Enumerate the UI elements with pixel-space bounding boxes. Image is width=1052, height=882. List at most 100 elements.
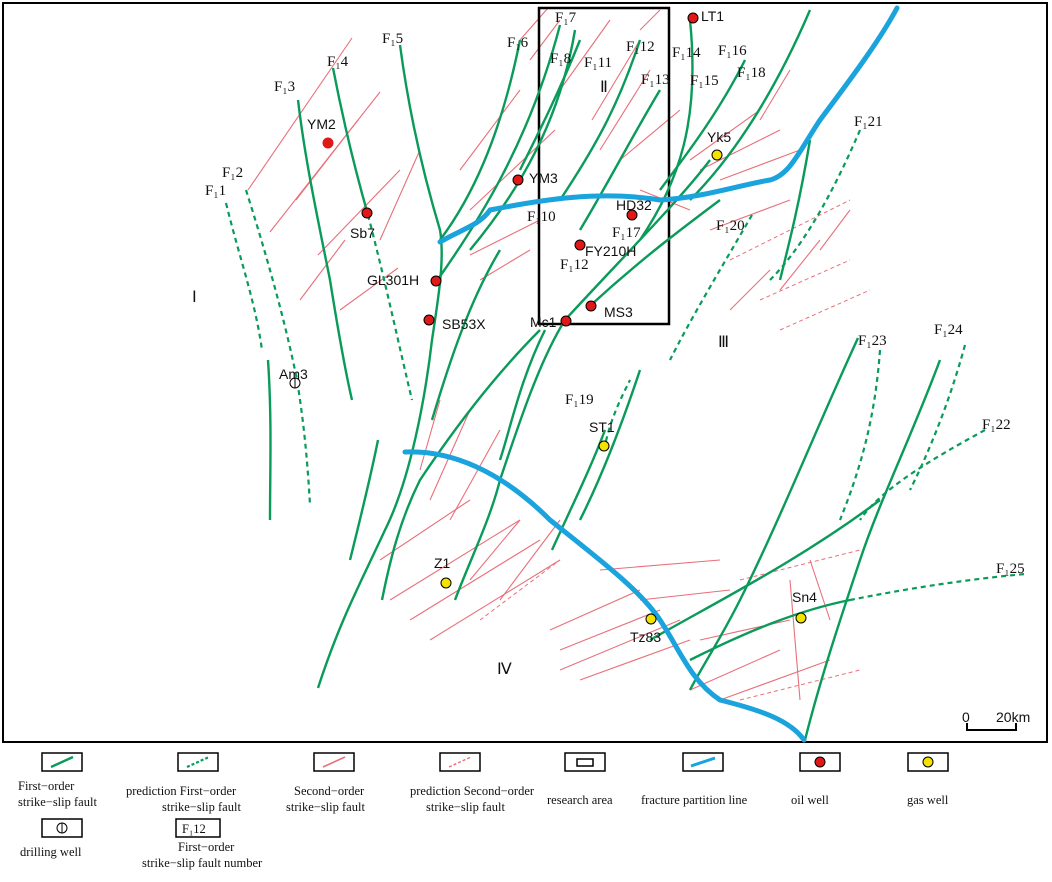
- legend-research-area: research area: [547, 752, 613, 807]
- gas-wells: [440, 149, 807, 625]
- legend-gas-well: gas well: [907, 752, 949, 807]
- legend-pred-first-order: prediction First−order strike−slip fault: [126, 752, 241, 814]
- fault-label-f14: F₁14: [672, 45, 701, 61]
- well-label-fy210h: FY210H: [585, 243, 636, 259]
- well-label-yk5: Yk5: [707, 129, 731, 145]
- oil-well-hd32: [626, 209, 638, 221]
- well-label-am3: Am3: [279, 366, 308, 382]
- zone-label-3: Ⅲ: [718, 334, 729, 351]
- legend-first-order: First−order strike−slip fault: [18, 752, 97, 809]
- legend-first-order-line2: strike−slip fault: [18, 795, 97, 809]
- oil-well-ms3: [585, 300, 597, 312]
- legend-gas-well-text: gas well: [907, 793, 949, 807]
- oil-well-gl301h: [430, 275, 442, 287]
- gas-well-z1: [440, 577, 452, 589]
- fault-label-f12b: F₁12: [560, 257, 589, 273]
- legend-pred-second-order: prediction Second−order strike−slip faul…: [410, 752, 535, 814]
- zone-label-4: Ⅳ: [497, 661, 512, 678]
- drilling-well-am3: [289, 377, 301, 389]
- fault-label-f7: F₁7: [555, 10, 577, 26]
- oil-well-ym3: [512, 174, 524, 186]
- legend-research-area-text: research area: [547, 793, 613, 807]
- fault-label-f8: F₁8: [550, 51, 571, 67]
- legend-pred-first-order-line2: strike−slip fault: [162, 800, 241, 814]
- well-label-ms3: MS3: [604, 304, 633, 320]
- fault-label-f13: F₁13: [641, 72, 670, 88]
- legend-drilling-well-text: drilling well: [20, 845, 82, 859]
- first-order-faults: [266, 9, 942, 741]
- zone-labels: Ⅰ Ⅱ Ⅲ Ⅳ: [192, 79, 729, 678]
- fault-label-f25: F₁25: [996, 561, 1025, 577]
- oil-well-mc1: [560, 315, 572, 327]
- legend-second-order-line1: Second−order: [294, 784, 365, 798]
- legend-oil-well-text: oil well: [791, 793, 829, 807]
- fault-label-f20: F₁20: [716, 218, 745, 234]
- legend: First−order strike−slip fault prediction…: [18, 752, 949, 870]
- well-label-ym3: YM3: [529, 170, 558, 186]
- well-labels: YM2 Sb7 YM3 LT1 Yk5 HD32 FY210H GL301H S…: [279, 8, 817, 645]
- legend-partition-line-text: fracture partition line: [641, 793, 748, 807]
- fault-label-f18: F₁18: [737, 65, 766, 81]
- fault-label-f10: F₁10: [527, 209, 556, 225]
- prediction-second-order-faults: [479, 199, 871, 701]
- fault-label-f15: F₁15: [690, 73, 719, 89]
- map-frame: [2, 2, 1048, 743]
- fracture-partition-lines: [402, 5, 900, 743]
- oil-well-ym2: [322, 137, 334, 149]
- oil-wells: [322, 12, 699, 327]
- prediction-first-order-faults: [224, 129, 1026, 602]
- oil-well-lt1: [687, 12, 699, 24]
- legend-drilling-well: drilling well: [20, 818, 83, 859]
- well-label-hd32: HD32: [616, 197, 652, 213]
- fault-label-f22: F₁22: [982, 417, 1011, 433]
- scale-bar-end: 20km: [996, 709, 1030, 725]
- oil-well-fy210h: [574, 239, 586, 251]
- legend-fault-number-line1: First−order: [178, 840, 235, 854]
- legend-fault-number: F₁12 First−order strike−slip fault numbe…: [142, 818, 263, 870]
- oil-well-sb53x: [423, 314, 435, 326]
- fault-label-f19: F₁19: [565, 392, 594, 408]
- fault-label-f17: F₁17: [612, 225, 641, 241]
- second-order-faults: [247, 7, 851, 701]
- fault-label-f3: F₁3: [274, 79, 295, 95]
- well-label-tz83: Tz83: [630, 629, 661, 645]
- legend-partition-line: fracture partition line: [641, 752, 748, 807]
- fault-label-f1: F₁1: [205, 183, 226, 199]
- gas-well-st1: [598, 440, 610, 452]
- legend-second-order: Second−order strike−slip fault: [286, 752, 365, 814]
- fault-labels: F₁1 F₁2 F₁3 F₁4 F₁5 F₁6 F₁7 F₁8 F₁10 F₁1…: [205, 10, 1025, 577]
- fault-label-f21: F₁21: [854, 114, 883, 130]
- zone-label-1: Ⅰ: [192, 289, 197, 306]
- fault-label-f23: F₁23: [858, 333, 887, 349]
- fault-label-f2: F₁2: [222, 165, 243, 181]
- well-label-lt1: LT1: [701, 8, 724, 24]
- scale-bar: 0 20km: [962, 709, 1030, 731]
- well-label-mc1: Mc1: [530, 314, 557, 330]
- legend-fault-number-sample: F₁12: [182, 822, 206, 836]
- scale-bar-start: 0: [962, 709, 970, 725]
- fault-label-f24: F₁24: [934, 322, 963, 338]
- well-label-sb53x: SB53X: [442, 316, 486, 332]
- well-label-sb7: Sb7: [350, 225, 375, 241]
- fault-label-f6: F₁6: [507, 35, 529, 51]
- well-label-ym2: YM2: [307, 116, 336, 132]
- well-label-z1: Z1: [434, 555, 451, 571]
- well-label-st1: ST1: [589, 419, 615, 435]
- legend-pred-second-order-line1: prediction Second−order: [410, 784, 535, 798]
- zone-label-2: Ⅱ: [600, 79, 608, 96]
- legend-first-order-line1: First−order: [18, 779, 75, 793]
- fault-label-f5: F₁5: [382, 31, 403, 47]
- legend-oil-well: oil well: [791, 752, 841, 807]
- research-area-box: [537, 6, 671, 326]
- well-label-sn4: Sn4: [792, 589, 817, 605]
- fault-label-f4: F₁4: [327, 54, 349, 70]
- legend-pred-second-order-line2: strike−slip fault: [426, 800, 505, 814]
- gas-well-sn4: [795, 612, 807, 624]
- well-label-gl301h: GL301H: [367, 272, 419, 288]
- gas-well-yk5: [711, 149, 723, 161]
- legend-pred-first-order-line1: prediction First−order: [126, 784, 237, 798]
- legend-second-order-line2: strike−slip fault: [286, 800, 365, 814]
- fault-label-f16: F₁16: [718, 43, 747, 59]
- legend-fault-number-line2: strike−slip fault number: [142, 856, 263, 870]
